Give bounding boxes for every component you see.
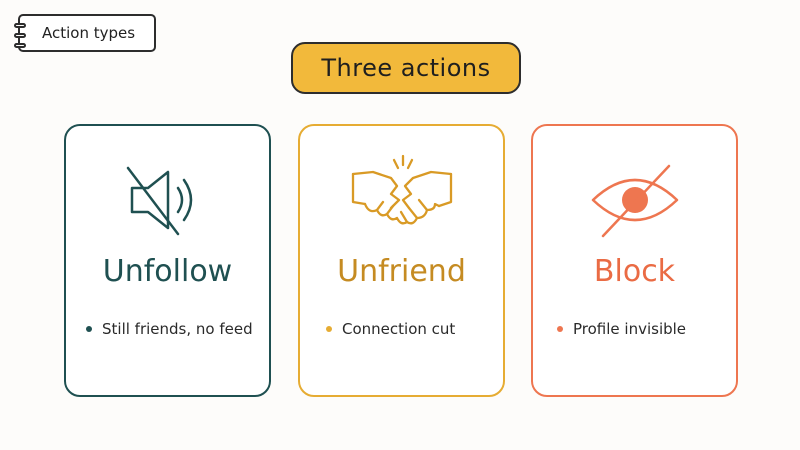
- section-tag: Action types: [14, 14, 156, 52]
- section-tag-label: Action types: [42, 24, 136, 42]
- headline-text: Three actions: [321, 54, 491, 82]
- bullet-dot-icon: [86, 326, 92, 332]
- card-unfriend: Unfriend Connection cut: [298, 124, 505, 397]
- broken-handshake-icon: [351, 154, 452, 225]
- card-bullet: Profile invisible: [557, 320, 728, 338]
- eye-off-icon: [591, 164, 678, 238]
- bullet-dot-icon: [557, 326, 563, 332]
- card-bullet-text: Still friends, no feed: [102, 320, 253, 338]
- card-unfollow: Unfollow Still friends, no feed: [64, 124, 271, 397]
- card-bullet-text: Connection cut: [342, 320, 456, 338]
- card-block: Block Profile invisible: [531, 124, 738, 397]
- muted-speaker-icon: [126, 166, 192, 236]
- card-bullet: Still friends, no feed: [86, 320, 261, 338]
- card-bullet-text: Profile invisible: [573, 320, 687, 338]
- card-title: Unfriend: [337, 254, 466, 289]
- notebook-rings-icon: [14, 23, 26, 48]
- headline-banner: Three actions: [291, 42, 521, 94]
- card-bullet: Connection cut: [326, 320, 495, 338]
- bullet-dot-icon: [326, 326, 332, 332]
- card-title: Unfollow: [102, 254, 233, 289]
- card-title: Block: [593, 254, 676, 289]
